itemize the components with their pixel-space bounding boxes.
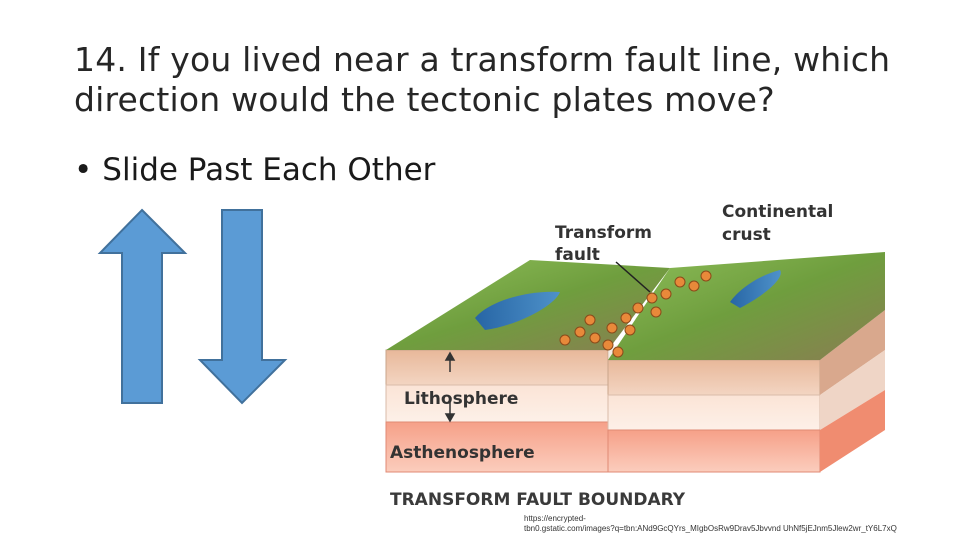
bullet-item: •Slide Past Each Other	[74, 150, 435, 190]
up-arrow-icon	[97, 208, 188, 404]
bullet-text: Slide Past Each Other	[102, 152, 436, 188]
bullet-symbol: •	[74, 152, 93, 188]
diagram-caption: TRANSFORM FAULT BOUNDARY	[390, 490, 686, 510]
left-block	[385, 260, 670, 473]
label-transform-fault-2: fault	[555, 245, 600, 265]
plate-motion-arrows	[97, 208, 288, 405]
label-lithosphere: Lithosphere	[404, 389, 518, 409]
slide-title: 14. If you lived near a transform fault …	[74, 40, 891, 119]
earthquake-foci	[559, 270, 712, 358]
label-asthenosphere: Asthenosphere	[390, 443, 535, 463]
label-continental-crust-1: Continental	[722, 202, 833, 222]
down-arrow-icon	[197, 209, 288, 405]
source-url-line2: tbn0.gstatic.com/images?q=tbn:ANd9GcQYrs…	[524, 524, 897, 533]
transform-fault-diagram: Transform fault Continental crust Lithos…	[385, 202, 885, 510]
image-source-text: https://encrypted- tbn0.gstatic.com/imag…	[524, 514, 954, 534]
small-motion-arrows	[444, 351, 456, 423]
label-transform-fault-1: Transform	[555, 223, 652, 243]
transform-fault-leader	[615, 261, 651, 293]
label-continental-crust-2: crust	[722, 225, 771, 245]
source-url-line1: https://encrypted-	[524, 514, 586, 523]
right-block	[607, 252, 885, 473]
